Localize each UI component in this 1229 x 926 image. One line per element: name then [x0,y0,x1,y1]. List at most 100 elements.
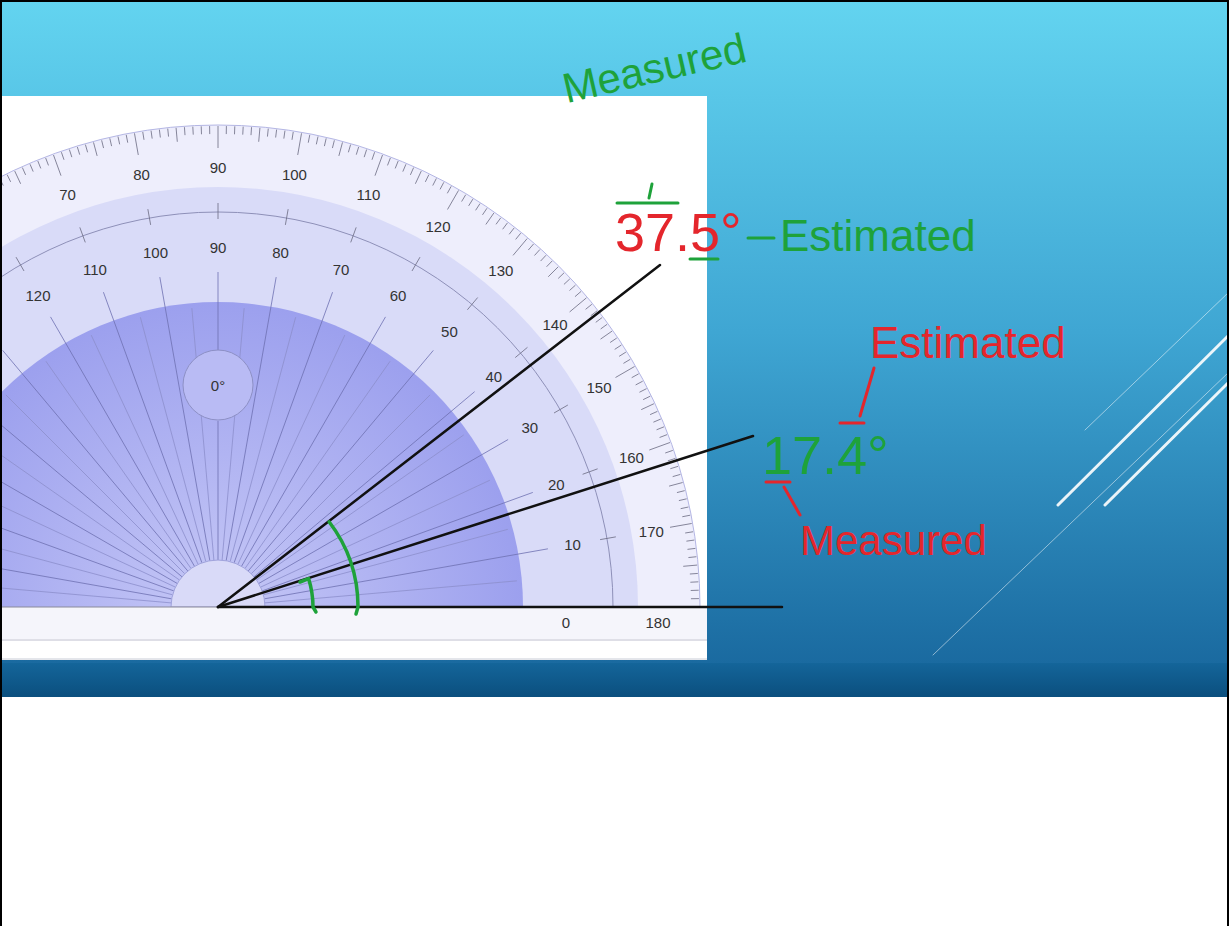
degree-tick [548,267,558,277]
base-ray [218,606,782,609]
degree-tick [570,285,576,290]
degree-tick [16,257,24,271]
degree-tick [250,127,252,135]
protractor-base [0,607,707,641]
degree-tick [649,442,670,450]
leader-tick [649,184,652,198]
degree-tick [433,178,437,185]
inner-scale-number: 20 [548,476,565,491]
degree-tick [395,161,398,168]
degree-tick [15,171,21,184]
degree-tick [218,126,219,148]
inner-scale-number: 10 [564,537,581,552]
inner-scale-number: 90 [210,240,227,255]
degree-tick [482,208,486,215]
radial-line [0,392,182,577]
degree-tick [570,298,587,312]
angle-value: 37.5° [615,205,742,259]
degree-tick [22,168,25,175]
degree-tick [364,150,366,158]
protractor-band [0,187,638,607]
degree-tick [118,137,120,145]
degree-tick [657,427,664,430]
degree-tick [176,128,177,142]
degree-tick [564,279,570,284]
degree-tick [184,127,186,135]
radial-line [0,440,177,584]
degree-tick [447,186,451,193]
degree-tick [234,126,235,134]
radial-line [218,421,219,560]
degree-tick [623,359,630,363]
degree-tick [134,133,138,155]
degree-tick [636,381,643,385]
degree-tick [38,161,41,168]
degree-tick [601,331,612,339]
degree-tick [412,257,420,271]
degree-tick [653,419,660,422]
annotation-text: Estimated [870,321,1066,365]
degree-tick [110,138,112,146]
radial-line [6,395,185,574]
radial-line [0,492,174,591]
degree-tick [77,147,79,155]
degree-tick [259,128,260,142]
degree-tick [669,483,683,487]
degree-tick [375,155,383,176]
radial-line [140,317,205,561]
degree-tick [85,145,87,153]
leader-slash [784,487,800,515]
degree-tick [467,298,477,310]
degree-tick [308,135,310,143]
radial-line [242,317,386,566]
degree-tick [679,499,687,501]
degree-tick [683,565,697,566]
angle-arcs [300,522,358,614]
inner-scale-number: 70 [333,261,350,276]
protractor-edge [0,640,707,641]
degree-tick [690,573,698,575]
degree-tick [351,227,356,242]
radial-line [103,292,202,563]
degree-tick [476,204,480,211]
panel-edge [0,659,707,660]
inner-scale-number: 80 [272,245,289,260]
degree-tick [440,182,444,189]
center-semicircle [171,560,265,607]
annotation-text: Measured [800,520,987,562]
overline [840,422,864,425]
small-angle-arc [300,579,316,612]
inner-scale-number: 110 [83,261,107,276]
degree-tick [94,142,98,156]
degree-tick [403,164,406,171]
degree-tick [7,175,11,182]
radial-line [234,292,333,563]
degree-tick [515,347,527,357]
outer-scale-number: 100 [282,166,307,181]
leader-dash [748,237,774,240]
outer-scale-number: 150 [587,380,612,395]
degree-tick [324,138,326,146]
degree-tick [53,155,61,176]
outer-scale-number: 140 [543,317,568,332]
degree-tick [486,213,494,224]
degree-tick [547,261,553,267]
angle-value: 17.4° [762,428,889,482]
outer-scale-number: 160 [619,449,644,464]
radial-line [259,440,508,584]
angle-rays [218,265,782,607]
degree-tick [641,404,654,410]
degree-tick [670,523,692,527]
degree-tick [575,291,581,296]
degree-tick [583,469,598,474]
degree-tick [167,129,169,137]
radial-line [3,350,188,571]
inner-scale-number: 40 [485,368,502,383]
scale-arc [0,212,613,607]
degree-tick [496,218,501,224]
degree-tick [151,131,152,139]
degree-tick [650,411,657,414]
degree-tick [596,318,602,323]
